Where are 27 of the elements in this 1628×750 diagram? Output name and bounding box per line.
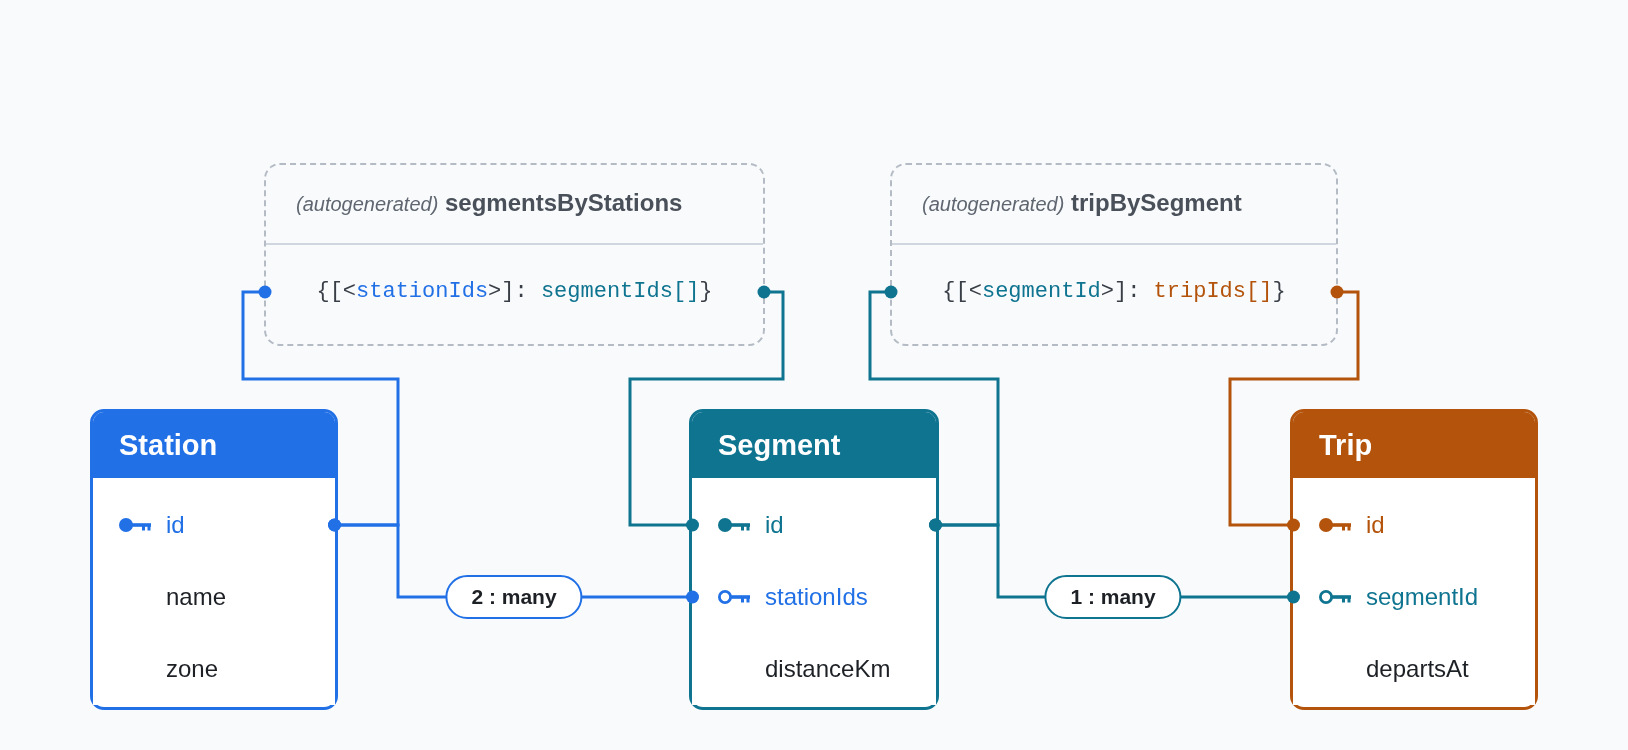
- edge-label: 2 : many: [445, 575, 583, 619]
- table-header: Trip: [1293, 412, 1535, 478]
- field-name: segmentId: [1366, 583, 1479, 611]
- table-header: Station: [93, 412, 335, 478]
- entity-table: [90, 409, 338, 710]
- field-name: stationIds: [765, 583, 868, 611]
- field-name: name: [166, 583, 227, 611]
- connector: [868, 285, 1000, 532]
- field-name: id: [166, 511, 185, 539]
- index-title: (autogenerated) segmentsByStations: [296, 188, 683, 218]
- entity-table: [689, 409, 939, 710]
- field-name: id: [1366, 511, 1385, 539]
- index-signature: {[<segmentId>]: tripIds[]}: [942, 278, 1286, 306]
- field-name: departsAt: [1366, 655, 1469, 683]
- index-title: (autogenerated) tripBySegment: [922, 188, 1242, 218]
- index-box: [890, 163, 1338, 346]
- field-name: distanceKm: [765, 655, 891, 683]
- entity-table: [1290, 409, 1538, 710]
- connector: [1228, 285, 1360, 532]
- edge-label: 1 : many: [1044, 575, 1182, 619]
- field-name: id: [765, 511, 784, 539]
- index-box: [264, 163, 765, 346]
- table-header: Segment: [692, 412, 936, 478]
- field-name: zone: [166, 655, 219, 683]
- connector: [241, 285, 400, 532]
- index-signature: {[<stationIds>]: segmentIds[]}: [316, 278, 713, 306]
- connector: [628, 285, 785, 532]
